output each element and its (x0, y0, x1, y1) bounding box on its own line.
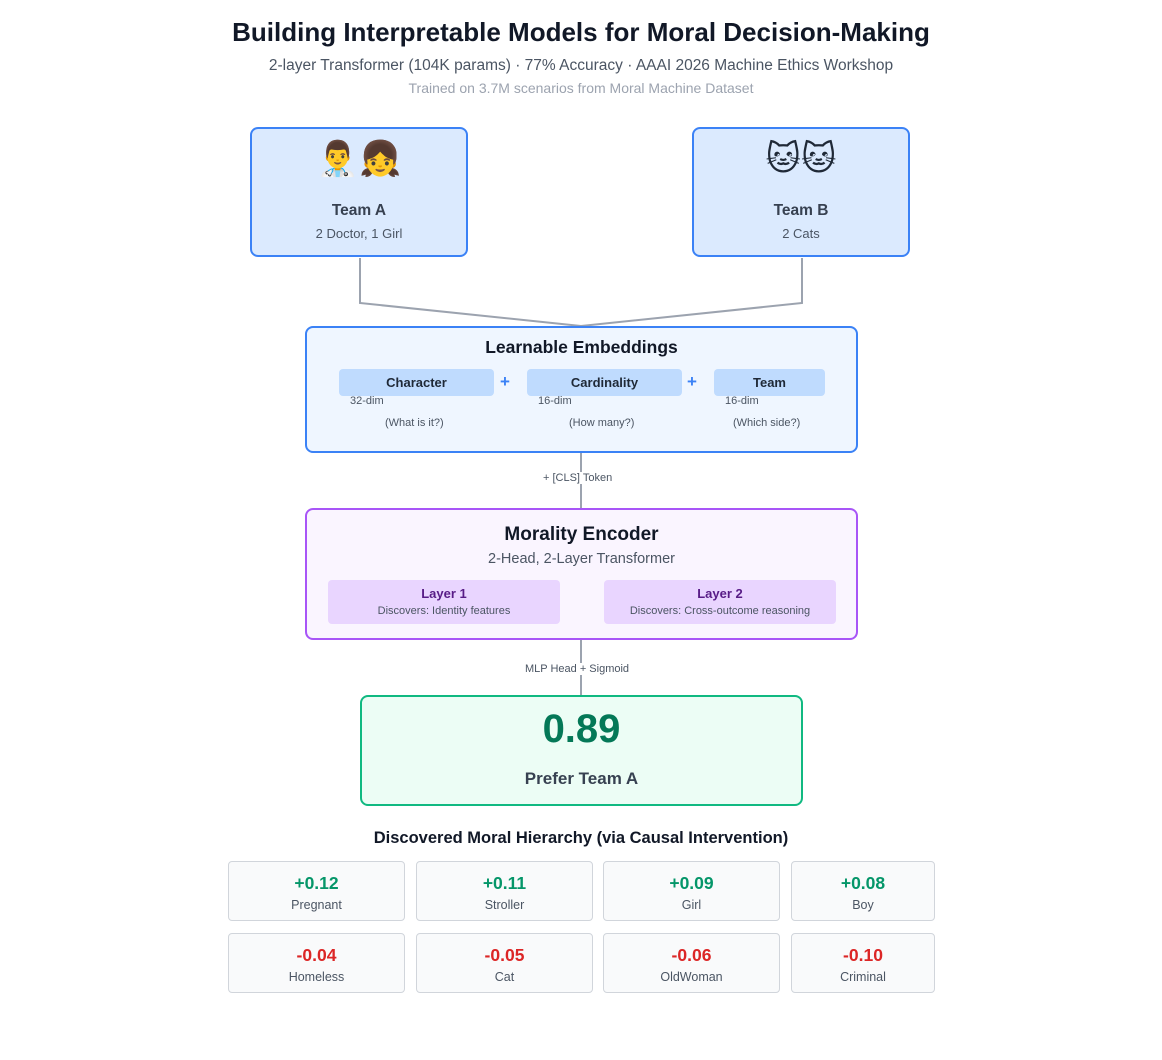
hierarchy-value: +0.11 (482, 873, 527, 893)
embedding-cardinality-chip: Cardinality (527, 369, 682, 396)
hierarchy-card: -0.05 Cat (416, 933, 593, 993)
hierarchy-card: -0.10 Criminal (791, 933, 935, 993)
team-a-box: 👨‍⚕️👧 Team A 2 Doctor, 1 Girl (250, 127, 468, 257)
team-b-emoji-icon: 🐱🐱 (765, 139, 837, 179)
embedding-cardinality-dim: 16-dim (538, 395, 572, 407)
embedding-character-chip: Character (339, 369, 494, 396)
hierarchy-value: +0.09 (669, 873, 714, 893)
plus-icon: + (500, 372, 510, 391)
connector-team-b (580, 258, 803, 327)
hierarchy-label: Homeless (288, 970, 345, 984)
layer-2-desc: Discovers: Cross-outcome reasoning (629, 605, 811, 617)
hierarchy-label: Stroller (484, 898, 525, 912)
hierarchy-label: Criminal (840, 970, 886, 984)
team-a-name: Team A (331, 202, 387, 219)
embedding-character-question: (What is it?) (385, 417, 444, 429)
hierarchy-value: -0.05 (484, 945, 525, 965)
embeddings-box: Learnable Embeddings Character + Cardina… (305, 326, 858, 453)
encoder-title: Morality Encoder (504, 524, 659, 545)
hierarchy-label: OldWoman (660, 970, 723, 984)
embedding-team-question: (Which side?) (733, 417, 801, 429)
layer-2-name: Layer 2 (697, 586, 743, 601)
hierarchy-label: Cat (494, 970, 515, 984)
team-b-box: 🐱🐱 Team B 2 Cats (692, 127, 910, 257)
hierarchy-card: +0.09 Girl (603, 861, 780, 921)
mlp-head-label: MLP Head + Sigmoid (523, 663, 632, 675)
encoder-subtitle: 2-Head, 2-Layer Transformer (488, 551, 675, 567)
hierarchy-value: -0.10 (843, 945, 883, 965)
hierarchy-card: -0.04 Homeless (228, 933, 405, 993)
page-caption: Trained on 3.7M scenarios from Moral Mac… (408, 80, 754, 96)
hierarchy-label: Girl (681, 898, 702, 912)
cls-token-label: + [CLS] Token (541, 472, 615, 484)
page-title: Building Interpretable Models for Moral … (232, 17, 930, 47)
hierarchy-label: Boy (852, 898, 874, 912)
hierarchy-value: +0.12 (294, 873, 339, 893)
hierarchy-card: +0.12 Pregnant (228, 861, 405, 921)
connector-team-a (359, 258, 582, 327)
hierarchy-card: -0.06 OldWoman (603, 933, 780, 993)
hierarchy-card: +0.08 Boy (791, 861, 935, 921)
team-a-emoji-icon: 👨‍⚕️👧 (316, 139, 402, 179)
layer-2-chip: Layer 2 Discovers: Cross-outcome reasoni… (604, 580, 836, 624)
hierarchy-value: -0.04 (296, 945, 337, 965)
team-b-desc: 2 Cats (782, 226, 820, 241)
page-subtitle: 2-layer Transformer (104K params) · 77% … (268, 57, 894, 74)
morality-encoder-box: Morality Encoder 2-Head, 2-Layer Transfo… (305, 508, 858, 640)
team-b-name: Team B (773, 202, 829, 219)
hierarchy-label: Pregnant (291, 898, 342, 912)
team-a-desc: 2 Doctor, 1 Girl (315, 226, 403, 241)
embeddings-title: Learnable Embeddings (485, 337, 678, 357)
output-label: Prefer Team A (524, 769, 639, 788)
embedding-team-chip: Team (714, 369, 825, 396)
layer-1-name: Layer 1 (421, 586, 467, 601)
hierarchy-card: +0.11 Stroller (416, 861, 593, 921)
embedding-team-dim: 16-dim (725, 395, 759, 407)
embedding-character-dim: 32-dim (350, 395, 384, 407)
layer-1-desc: Discovers: Identity features (377, 605, 511, 617)
embedding-cardinality-question: (How many?) (569, 417, 635, 429)
hierarchy-value: +0.08 (840, 873, 886, 893)
plus-icon: + (687, 372, 697, 391)
layer-1-chip: Layer 1 Discovers: Identity features (328, 580, 560, 624)
output-box: 0.89 Prefer Team A (360, 695, 803, 806)
hierarchy-value: -0.06 (671, 945, 712, 965)
hierarchy-title: Discovered Moral Hierarchy (via Causal I… (373, 829, 789, 847)
output-score: 0.89 (542, 707, 621, 751)
